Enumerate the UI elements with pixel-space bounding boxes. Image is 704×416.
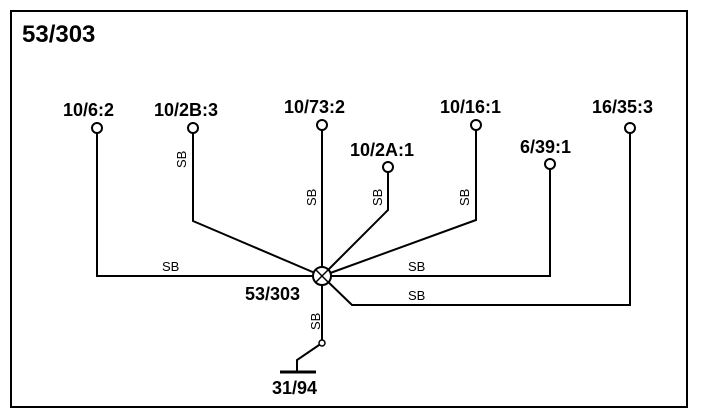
- wire-color-label: SB: [162, 259, 179, 274]
- connector-label-10-16-1: 10/16:1: [440, 97, 501, 117]
- wire-10-2a-1: [321, 172, 389, 277]
- wire-10-6-2: [96, 133, 322, 277]
- terminal-16-35-3: [624, 122, 636, 134]
- wire-color-label: SB: [408, 288, 425, 303]
- terminal-6-39-1: [544, 158, 556, 170]
- wire-10-16-1: [321, 130, 477, 277]
- connector-label-10-2b-3: 10/2B:3: [154, 100, 218, 120]
- wire-color-label: SB: [174, 151, 189, 168]
- wire-6-39-1: [322, 169, 551, 277]
- wire-color-label: SB: [370, 189, 385, 206]
- splice-label: 53/303: [245, 284, 300, 304]
- connector-label-16-35-3: 16/35:3: [592, 97, 653, 117]
- wire-color-label: SB: [408, 259, 425, 274]
- ground-label: 31/94: [272, 378, 317, 398]
- terminal-10-2a-1: [382, 161, 394, 173]
- wire-color-label: SB: [457, 189, 472, 206]
- connector-label-10-6-2: 10/6:2: [63, 100, 114, 120]
- ground-switch-terminal: [318, 339, 326, 347]
- connector-label-10-2a-1: 10/2A:1: [350, 140, 414, 160]
- wire-10-2b-3: [192, 133, 323, 277]
- ground-switch: [296, 342, 323, 372]
- connector-label-10-73-2: 10/73:2: [284, 97, 345, 117]
- splice-icon: [312, 266, 332, 286]
- diagram-frame: [10, 10, 688, 408]
- connector-label-6-39-1: 6/39:1: [520, 137, 571, 157]
- terminal-10-6-2: [91, 122, 103, 134]
- diagram-title: 53/303: [22, 21, 95, 48]
- terminal-10-73-2: [316, 119, 328, 131]
- terminal-10-16-1: [470, 119, 482, 131]
- wire-color-label: SB: [304, 189, 319, 206]
- terminal-10-2b-3: [187, 122, 199, 134]
- wire-16-35-3: [321, 133, 631, 306]
- wire-color-label: SB: [308, 313, 323, 330]
